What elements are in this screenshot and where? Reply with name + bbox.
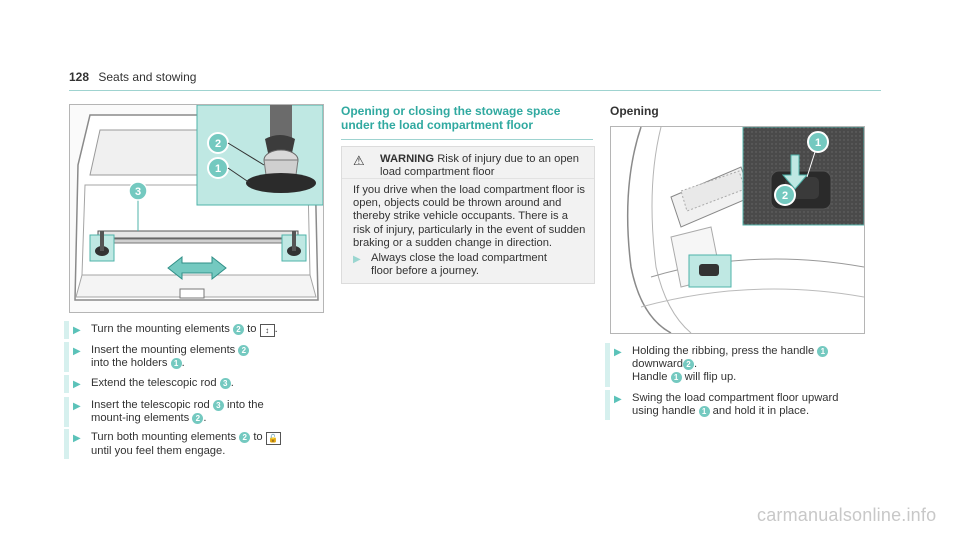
step-turn-both: ▶ Turn both mounting elements 2 to 🔓 unt… xyxy=(64,429,313,459)
callout-1: 1 xyxy=(215,163,221,175)
unlock-symbol-icon: ↕ xyxy=(259,324,275,337)
warning-box: ⚠ WARNING Risk of injury due to an open … xyxy=(341,146,595,284)
figure-load-floor-handle: 1 2 xyxy=(610,126,865,334)
step-press-handle: ▶ Holding the ribbing, press the handle … xyxy=(605,343,859,387)
step-extend-rod: ▶ Extend the telescopic rod 3. xyxy=(64,375,313,393)
section-title: Seats and stowing xyxy=(98,70,197,84)
section-heading: Opening or closing the stowage space und… xyxy=(341,104,593,140)
lock-symbol-icon: 🔓 xyxy=(265,432,281,445)
page-number: 128 xyxy=(69,70,90,84)
bullet-arrow-icon: ▶ xyxy=(73,433,81,444)
warning-body: If you drive when the load compartment f… xyxy=(353,184,586,249)
bullet-arrow-icon: ▶ xyxy=(73,346,81,357)
watermark: carmanualsonline.info xyxy=(757,505,937,525)
step-swing-floor: ▶ Swing the load compartment floor upwar… xyxy=(605,390,859,420)
bullet-arrow-icon: ▶ xyxy=(73,379,81,390)
bullet-arrow-icon: ▶ xyxy=(614,347,622,358)
callout-2: 2 xyxy=(782,190,788,202)
figure-telescopic-rod: 3 2 1 xyxy=(69,104,324,313)
bullet-arrow-icon: ▶ xyxy=(73,401,81,412)
callout-3: 3 xyxy=(135,186,141,198)
step-turn-elements: ▶ Turn the mounting elements 2 to ↕. xyxy=(64,321,313,339)
step-insert-elements: ▶ Insert the mounting elements 2 into th… xyxy=(64,342,313,372)
bullet-arrow-icon: ▶ xyxy=(73,325,81,336)
callout-2: 2 xyxy=(215,138,221,150)
warning-triangle-icon: ⚠ xyxy=(353,153,365,168)
bullet-arrow-icon: ▶ xyxy=(353,254,361,265)
opening-heading: Opening xyxy=(610,104,659,118)
bullet-arrow-icon: ▶ xyxy=(614,394,622,405)
warning-title: WARNING Risk of injury due to an open lo… xyxy=(380,153,579,178)
callout-1: 1 xyxy=(815,137,821,149)
page-header: 128 Seats and stowing xyxy=(69,70,881,91)
step-insert-rod: ▶ Insert the telescopic rod 3 into the m… xyxy=(64,397,313,427)
